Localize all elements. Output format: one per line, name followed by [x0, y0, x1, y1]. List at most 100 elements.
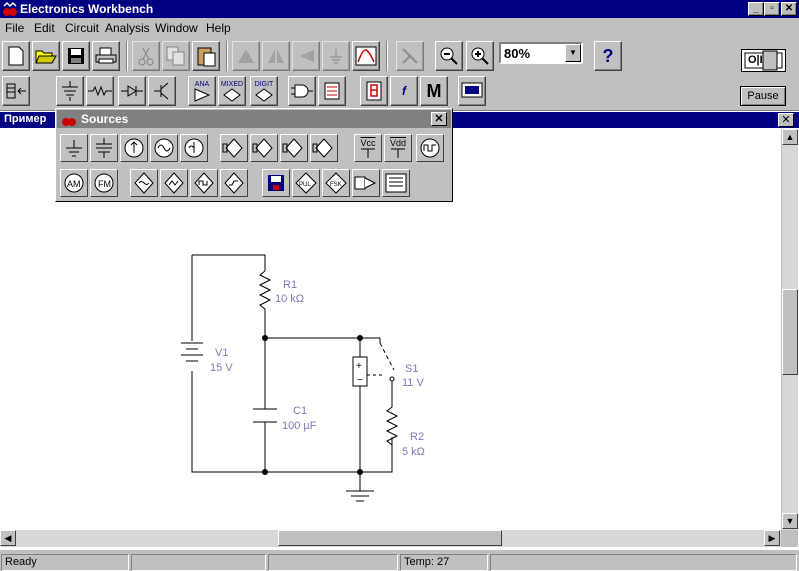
fsk-source-button[interactable]: FSK: [322, 169, 350, 197]
r2-value: 5 kΩ: [402, 446, 425, 458]
paste-button[interactable]: [192, 41, 220, 71]
vccs-button[interactable]: [250, 134, 278, 162]
transistors-bin-button[interactable]: [148, 76, 176, 106]
menu-window[interactable]: Window: [155, 21, 198, 35]
pause-button[interactable]: Pause: [740, 86, 786, 106]
window-title: Electronics Workbench: [20, 2, 154, 16]
am-text: AM: [67, 179, 81, 189]
basic-bin-button[interactable]: [86, 76, 114, 106]
close-button[interactable]: ✕: [781, 2, 797, 16]
vc-triangle-oscillator-button[interactable]: [160, 169, 188, 197]
vertical-scrollbar[interactable]: ▲ ▼: [781, 129, 798, 530]
help-button[interactable]: ?: [594, 41, 622, 71]
floppy-icon: [268, 175, 284, 191]
mixed-ics-bin-button[interactable]: MIXED: [218, 76, 246, 106]
diodes-bin-button[interactable]: [118, 76, 146, 106]
resistor-r2[interactable]: [385, 381, 399, 472]
menu-help[interactable]: Help: [206, 21, 231, 35]
digital-ics-bin-button[interactable]: DIGIT: [250, 76, 278, 106]
controls-bin-button[interactable]: f: [390, 76, 418, 106]
graphs-button[interactable]: [352, 41, 380, 71]
polynomial-source-button[interactable]: [352, 169, 380, 197]
resistor-r1[interactable]: [258, 270, 272, 338]
palette-close-button[interactable]: ✕: [431, 112, 447, 126]
dc-source-s1-box[interactable]: [352, 356, 368, 387]
scroll-down-button[interactable]: ▼: [782, 513, 798, 529]
cccs-button[interactable]: [310, 134, 338, 162]
zoom-in-button[interactable]: [466, 41, 494, 71]
save-source-button[interactable]: [262, 169, 290, 197]
miscellaneous-bin-button[interactable]: M: [420, 76, 448, 106]
maximize-button[interactable]: ▫: [764, 2, 780, 16]
favorites-bin-button[interactable]: [2, 76, 30, 106]
component-properties-button[interactable]: [396, 41, 424, 71]
ana-label: ANA: [194, 80, 210, 88]
zoom-out-icon: [440, 47, 458, 65]
sources-bin-button[interactable]: [56, 76, 84, 106]
ac-voltage-source-button[interactable]: [150, 134, 178, 162]
r2-name: R2: [410, 431, 425, 443]
capacitor-c1[interactable]: [253, 408, 277, 423]
schematic-canvas[interactable]: + −: [0, 129, 781, 530]
vdd-source-button[interactable]: Vdd: [384, 134, 412, 162]
vcvs-button[interactable]: [220, 134, 248, 162]
vc-square-oscillator-button[interactable]: [190, 169, 218, 197]
new-button[interactable]: [2, 41, 30, 71]
scroll-left-button[interactable]: ◀: [0, 530, 16, 546]
status-panel-empty: [268, 554, 398, 571]
digital-bin-button[interactable]: [318, 76, 346, 106]
transistor-icon: [154, 82, 169, 100]
zoom-out-button[interactable]: [435, 41, 463, 71]
switch-s1-blade[interactable]: [379, 342, 395, 371]
digit-label: DIGIT: [254, 80, 274, 88]
instruments-bin-button[interactable]: [458, 76, 486, 106]
menu-analysis[interactable]: Analysis: [105, 21, 150, 35]
status-bar: Ready Temp: 27: [0, 552, 799, 571]
zoom-select[interactable]: 80% ▼: [499, 42, 583, 64]
flip-horizontal-button[interactable]: [262, 41, 290, 71]
cut-button[interactable]: [132, 41, 160, 71]
analog-ics-bin-button[interactable]: ANA: [188, 76, 216, 106]
ac-current-source-button[interactable]: [180, 134, 208, 162]
controlled-source-icon: [282, 138, 303, 158]
pulse-source-button[interactable]: PUL: [292, 169, 320, 197]
save-button[interactable]: [62, 41, 90, 71]
chevron-down-icon[interactable]: ▼: [565, 44, 581, 62]
vertical-scroll-thumb[interactable]: [782, 289, 798, 375]
print-button[interactable]: [92, 41, 120, 71]
rotate-button[interactable]: [232, 41, 260, 71]
power-switch[interactable]: O|I: [741, 49, 786, 72]
palette-titlebar[interactable]: Sources ✕: [57, 110, 451, 128]
scroll-up-button[interactable]: ▲: [782, 129, 798, 145]
minimize-button[interactable]: _: [748, 2, 764, 16]
flip-vertical-button[interactable]: [292, 41, 320, 71]
indicators-bin-button[interactable]: [360, 76, 388, 106]
status-panel-empty: [490, 554, 797, 571]
copy-icon: [166, 46, 185, 66]
pwl-source-button[interactable]: [220, 169, 248, 197]
menu-circuit[interactable]: Circuit: [65, 21, 100, 35]
digital-ground-button[interactable]: [90, 134, 118, 162]
scroll-right-button[interactable]: ▶: [764, 530, 780, 546]
horizontal-scrollbar[interactable]: ◀ ▶: [0, 530, 781, 547]
ground-button[interactable]: [60, 134, 88, 162]
logic-gates-bin-button[interactable]: [288, 76, 316, 106]
menu-edit[interactable]: Edit: [34, 21, 55, 35]
vcc-source-button[interactable]: Vcc: [354, 134, 382, 162]
power-switch-icon: [744, 50, 783, 71]
nonlinear-source-button[interactable]: [382, 169, 410, 197]
subcircuit-button[interactable]: [322, 41, 350, 71]
open-button[interactable]: [32, 41, 60, 71]
clock-source-button[interactable]: [416, 134, 444, 162]
circuit-close-button[interactable]: ✕: [778, 113, 794, 127]
copy-button[interactable]: [162, 41, 190, 71]
am-source-button[interactable]: AM: [60, 169, 88, 197]
ccvs-button[interactable]: [280, 134, 308, 162]
oscillator-icon: [224, 172, 244, 194]
fm-source-button[interactable]: FM: [90, 169, 118, 197]
battery-v1[interactable]: [181, 342, 203, 362]
vc-sine-oscillator-button[interactable]: [130, 169, 158, 197]
menu-file[interactable]: File: [5, 21, 25, 35]
horizontal-scroll-thumb[interactable]: [278, 530, 502, 546]
dc-current-source-button[interactable]: [120, 134, 148, 162]
